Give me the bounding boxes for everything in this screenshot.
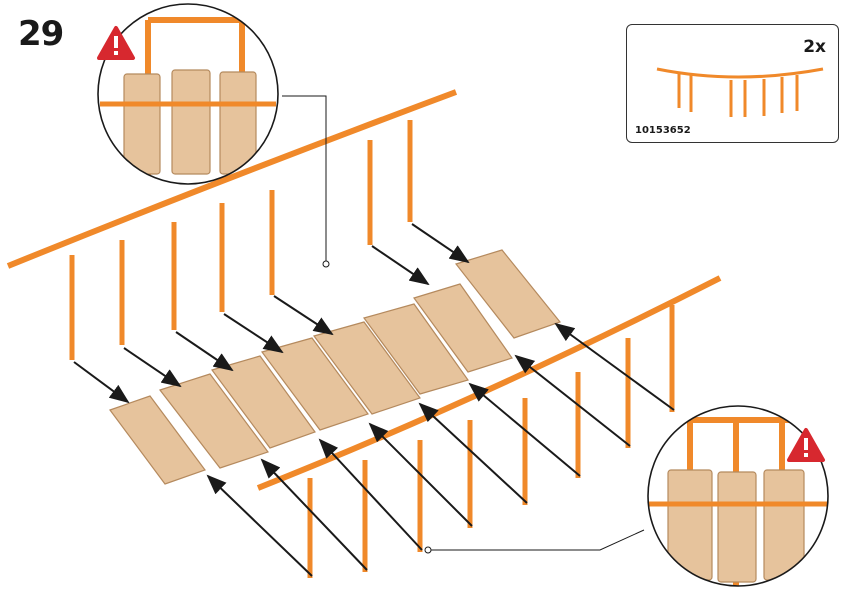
rope-part-icon [656,67,824,117]
parts-callout: 2x 10153652 [626,24,839,143]
part-quantity: 2x [803,37,826,57]
warning-icon [97,26,135,60]
detail-view-top [98,4,278,184]
bridge-planks [109,249,562,485]
step-number: 29 [18,14,64,54]
detail-view-bottom [648,406,828,586]
top-rope [6,89,458,269]
assembly-arrows [73,223,675,577]
warning-icon [787,428,825,462]
part-number: 10153652 [635,125,691,136]
